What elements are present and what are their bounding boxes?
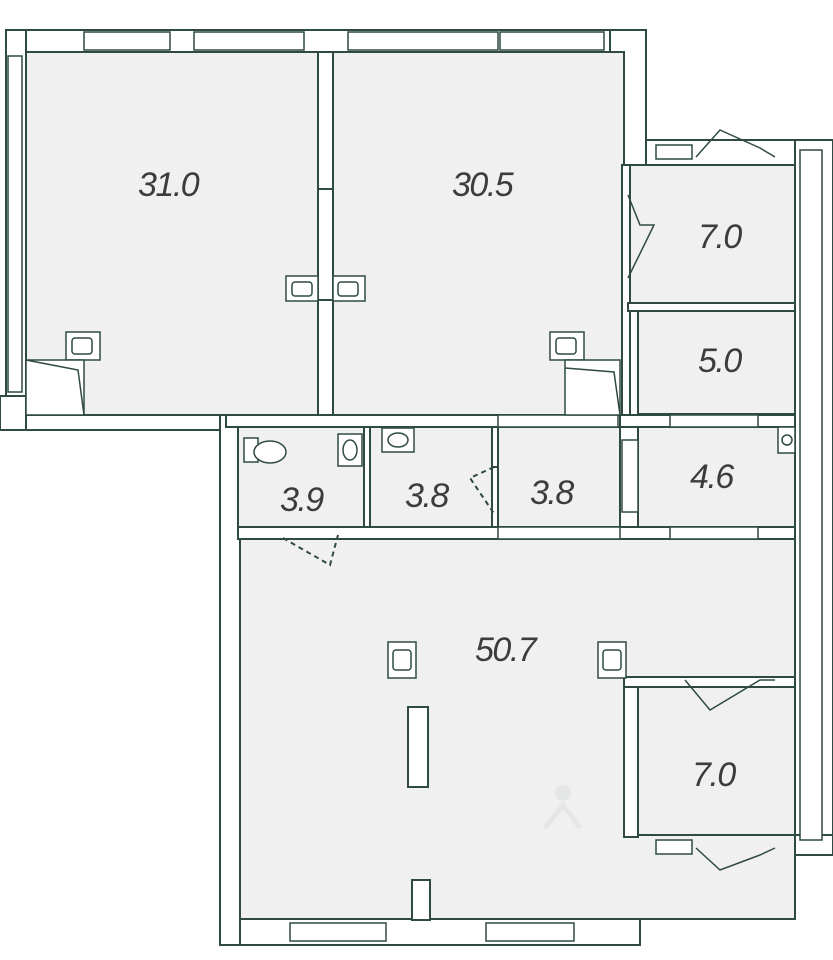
door-swing [627, 194, 656, 279]
area-label: 31.0 [138, 166, 200, 204]
room-3-8-right [497, 426, 621, 529]
door-swing [695, 129, 776, 158]
sink-icon [387, 641, 417, 679]
window [497, 526, 621, 540]
window [669, 414, 759, 428]
window [621, 439, 639, 513]
sink-icon [285, 275, 319, 302]
door-swing-dashed [282, 534, 339, 567]
area-label: 3.8 [405, 477, 449, 515]
area-label: 50.7 [475, 631, 538, 669]
area-label: 3.8 [530, 474, 574, 512]
area-label: 7.0 [692, 756, 736, 794]
area-label: 3.9 [280, 481, 324, 519]
sink-icon [777, 426, 796, 454]
window [7, 55, 23, 393]
room-7-0-top [627, 164, 796, 304]
window [499, 31, 605, 51]
door-swing-dashed [468, 466, 496, 516]
area-label: 7.0 [698, 218, 742, 256]
cabinet-icon [564, 359, 621, 416]
door-swing [695, 847, 776, 871]
doors [282, 129, 776, 871]
room-4-6 [637, 426, 796, 528]
sink-icon [337, 433, 363, 467]
window [347, 31, 499, 51]
windows [7, 31, 823, 942]
cabinet-icon [25, 359, 85, 416]
fixtures [25, 275, 796, 679]
window [485, 922, 575, 942]
sink-icon [65, 331, 101, 361]
sink-icon [597, 641, 627, 679]
room-7-0-bottom [637, 686, 796, 836]
sink-icon [332, 275, 366, 302]
window [655, 144, 693, 160]
window [497, 414, 619, 428]
watermark-logo [543, 785, 583, 830]
area-label: 4.6 [690, 458, 734, 496]
window [799, 149, 823, 841]
room-5-0 [637, 310, 796, 415]
window [655, 839, 693, 855]
sink-icon [549, 331, 585, 361]
sink-icon [381, 427, 415, 453]
toilet-icon [243, 437, 287, 464]
area-label: 5.0 [698, 342, 742, 380]
window [289, 922, 387, 942]
window [669, 526, 759, 540]
door-swing [684, 679, 775, 711]
area-label: 30.5 [452, 166, 514, 204]
window [83, 31, 171, 51]
window [193, 31, 305, 51]
area-labels: 31.0 30.5 7.0 5.0 3.9 3.8 3.8 4.6 50.7 7… [138, 166, 744, 794]
